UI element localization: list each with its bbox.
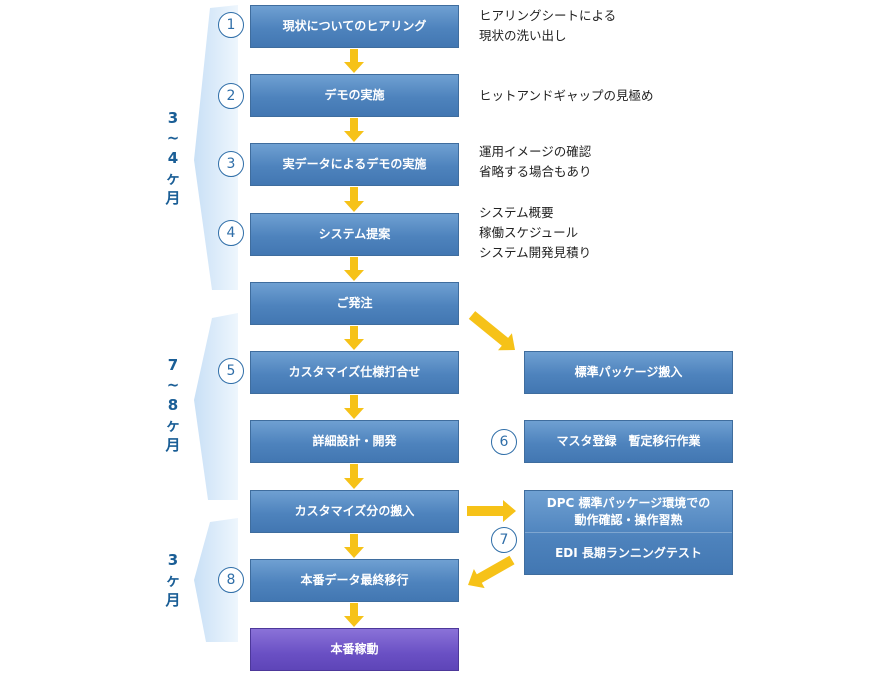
note-line: 省略する場合もあり	[479, 164, 592, 179]
note-line: システム概要	[479, 205, 554, 220]
step-customize-delivery: カスタマイズ分の搬入	[250, 490, 459, 533]
duration-phase-2: 7 ~ 8 ヶ 月	[161, 355, 185, 455]
step-number-7: 7	[491, 527, 517, 553]
side-standard-package: 標準パッケージ搬入	[524, 351, 733, 394]
step-demo: デモの実施	[250, 74, 459, 117]
note-real-data-demo: 運用イメージの確認 省略する場合もあり	[479, 142, 592, 182]
step-number-6: 6	[491, 429, 517, 455]
down-arrow-2	[344, 118, 364, 142]
down-arrow-9	[344, 603, 364, 627]
down-arrow-6	[344, 395, 364, 419]
step-detail-design: 詳細設計・開発	[250, 420, 459, 463]
duration-phase-1: 3 ~ 4 ヶ 月	[161, 108, 185, 208]
note-line: システム開発見積り	[479, 245, 592, 260]
step-final-migration: 本番データ最終移行	[250, 559, 459, 602]
note-demo: ヒットアンドギャップの見極め	[479, 86, 654, 106]
down-arrow-8	[344, 534, 364, 558]
down-arrow-7	[344, 464, 364, 489]
duration-char: ヶ	[165, 169, 181, 187]
duration-char: 8	[167, 396, 179, 414]
down-arrow-3	[344, 187, 364, 212]
side-testing-line: 動作確認・操作習熟	[574, 512, 683, 527]
note-system-proposal: システム概要 稼働スケジュール システム開発見積り	[479, 203, 591, 263]
phase-bracket-2	[194, 313, 238, 500]
step-customize-spec: カスタマイズ仕様打合せ	[250, 351, 459, 394]
duration-phase-3: 3 ヶ 月	[161, 550, 185, 610]
duration-char: 月	[165, 189, 181, 207]
step-hearing: 現状についてのヒアリング	[250, 5, 459, 48]
phase-bracket-3	[194, 518, 238, 642]
note-line: ヒットアンドギャップの見極め	[479, 88, 654, 103]
side-testing-line: DPC 標準パッケージ環境での	[546, 495, 711, 510]
note-line: 運用イメージの確認	[479, 144, 592, 159]
note-line: ヒアリングシートによる	[479, 8, 617, 23]
step-real-data-demo: 実データによるデモの実施	[250, 143, 459, 186]
step-number-5: 5	[218, 358, 244, 384]
step-order: ご発注	[250, 282, 459, 325]
down-arrow-4	[344, 257, 364, 281]
step-system-proposal: システム提案	[250, 213, 459, 256]
step-number-2: 2	[218, 83, 244, 109]
down-arrow-1	[344, 49, 364, 73]
side-testing-operation: DPC 標準パッケージ環境での 動作確認・操作習熟	[525, 491, 732, 533]
step-number-3: 3	[218, 151, 244, 177]
side-testing-edi: EDI 長期ランニングテスト	[555, 546, 702, 560]
down-arrow-5	[344, 326, 364, 350]
note-line: 稼働スケジュール	[479, 225, 579, 240]
diagonal-arrow-to-package	[468, 311, 515, 351]
phase-bracket-1	[194, 5, 238, 290]
side-master-registration: マスタ登録 暫定移行作業	[524, 420, 733, 463]
note-hearing: ヒアリングシートによる 現状の洗い出し	[479, 6, 616, 46]
duration-char: ヶ	[165, 416, 181, 434]
duration-char: 7	[167, 356, 179, 374]
duration-char: 3	[167, 109, 179, 127]
duration-char: 4	[167, 149, 179, 167]
note-line: 現状の洗い出し	[479, 28, 567, 43]
duration-char: ヶ	[165, 571, 181, 589]
duration-char: 月	[165, 591, 181, 609]
right-arrow-to-testing	[467, 500, 516, 522]
side-testing: DPC 標準パッケージ環境での 動作確認・操作習熟 EDI 長期ランニングテスト	[524, 490, 733, 575]
step-number-4: 4	[218, 220, 244, 246]
duration-char: ~	[166, 129, 180, 147]
diagonal-arrow-to-migration	[468, 555, 515, 589]
duration-char: ~	[166, 376, 180, 394]
duration-char: 3	[167, 551, 179, 569]
duration-char: 月	[165, 436, 181, 454]
step-go-live: 本番稼動	[250, 628, 459, 671]
step-number-1: 1	[218, 12, 244, 38]
step-number-8: 8	[218, 567, 244, 593]
